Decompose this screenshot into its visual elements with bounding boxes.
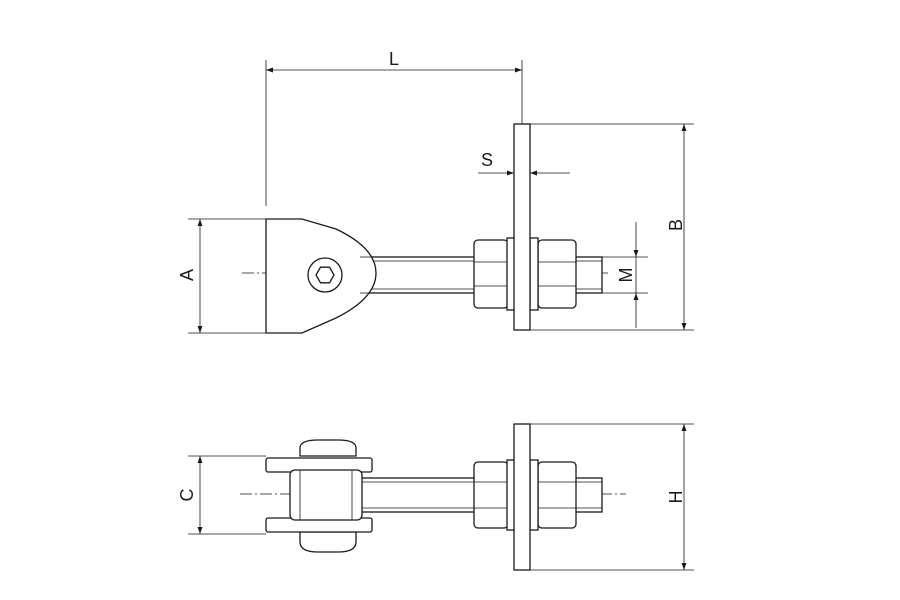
bottom-barrel <box>289 469 363 521</box>
top-view <box>242 123 608 334</box>
bottom-view <box>240 423 626 571</box>
dimension-M: M <box>602 222 648 328</box>
dimension-label-B: B <box>666 219 686 231</box>
top-mounting-plate <box>513 123 531 331</box>
top-right-nut <box>537 239 577 309</box>
dimension-S: S <box>478 150 570 176</box>
dimension-label-H: H <box>666 491 686 504</box>
hex-socket-icon <box>307 257 343 293</box>
dimension-label-M: M <box>616 268 636 283</box>
bottom-pin-bottom-cap <box>299 531 357 553</box>
dimension-C: C <box>177 455 266 535</box>
dimension-B: B <box>530 123 694 331</box>
dimension-L: L <box>265 49 523 206</box>
dimension-label-A: A <box>177 269 197 281</box>
dimension-label-C: C <box>177 489 197 502</box>
dimension-label-L: L <box>389 49 399 69</box>
top-eye-plate <box>265 218 377 334</box>
top-left-nut <box>473 239 509 309</box>
dimension-A: A <box>177 218 266 334</box>
top-washer-right <box>529 237 539 311</box>
bottom-right-nut <box>537 461 577 529</box>
bottom-mounting-plate <box>513 423 531 571</box>
bottom-left-nut <box>473 461 509 529</box>
dimension-H: H <box>530 423 694 571</box>
dimension-label-S: S <box>481 150 493 170</box>
bottom-pin-top-cap <box>299 439 357 457</box>
bottom-washer-right <box>529 459 539 531</box>
